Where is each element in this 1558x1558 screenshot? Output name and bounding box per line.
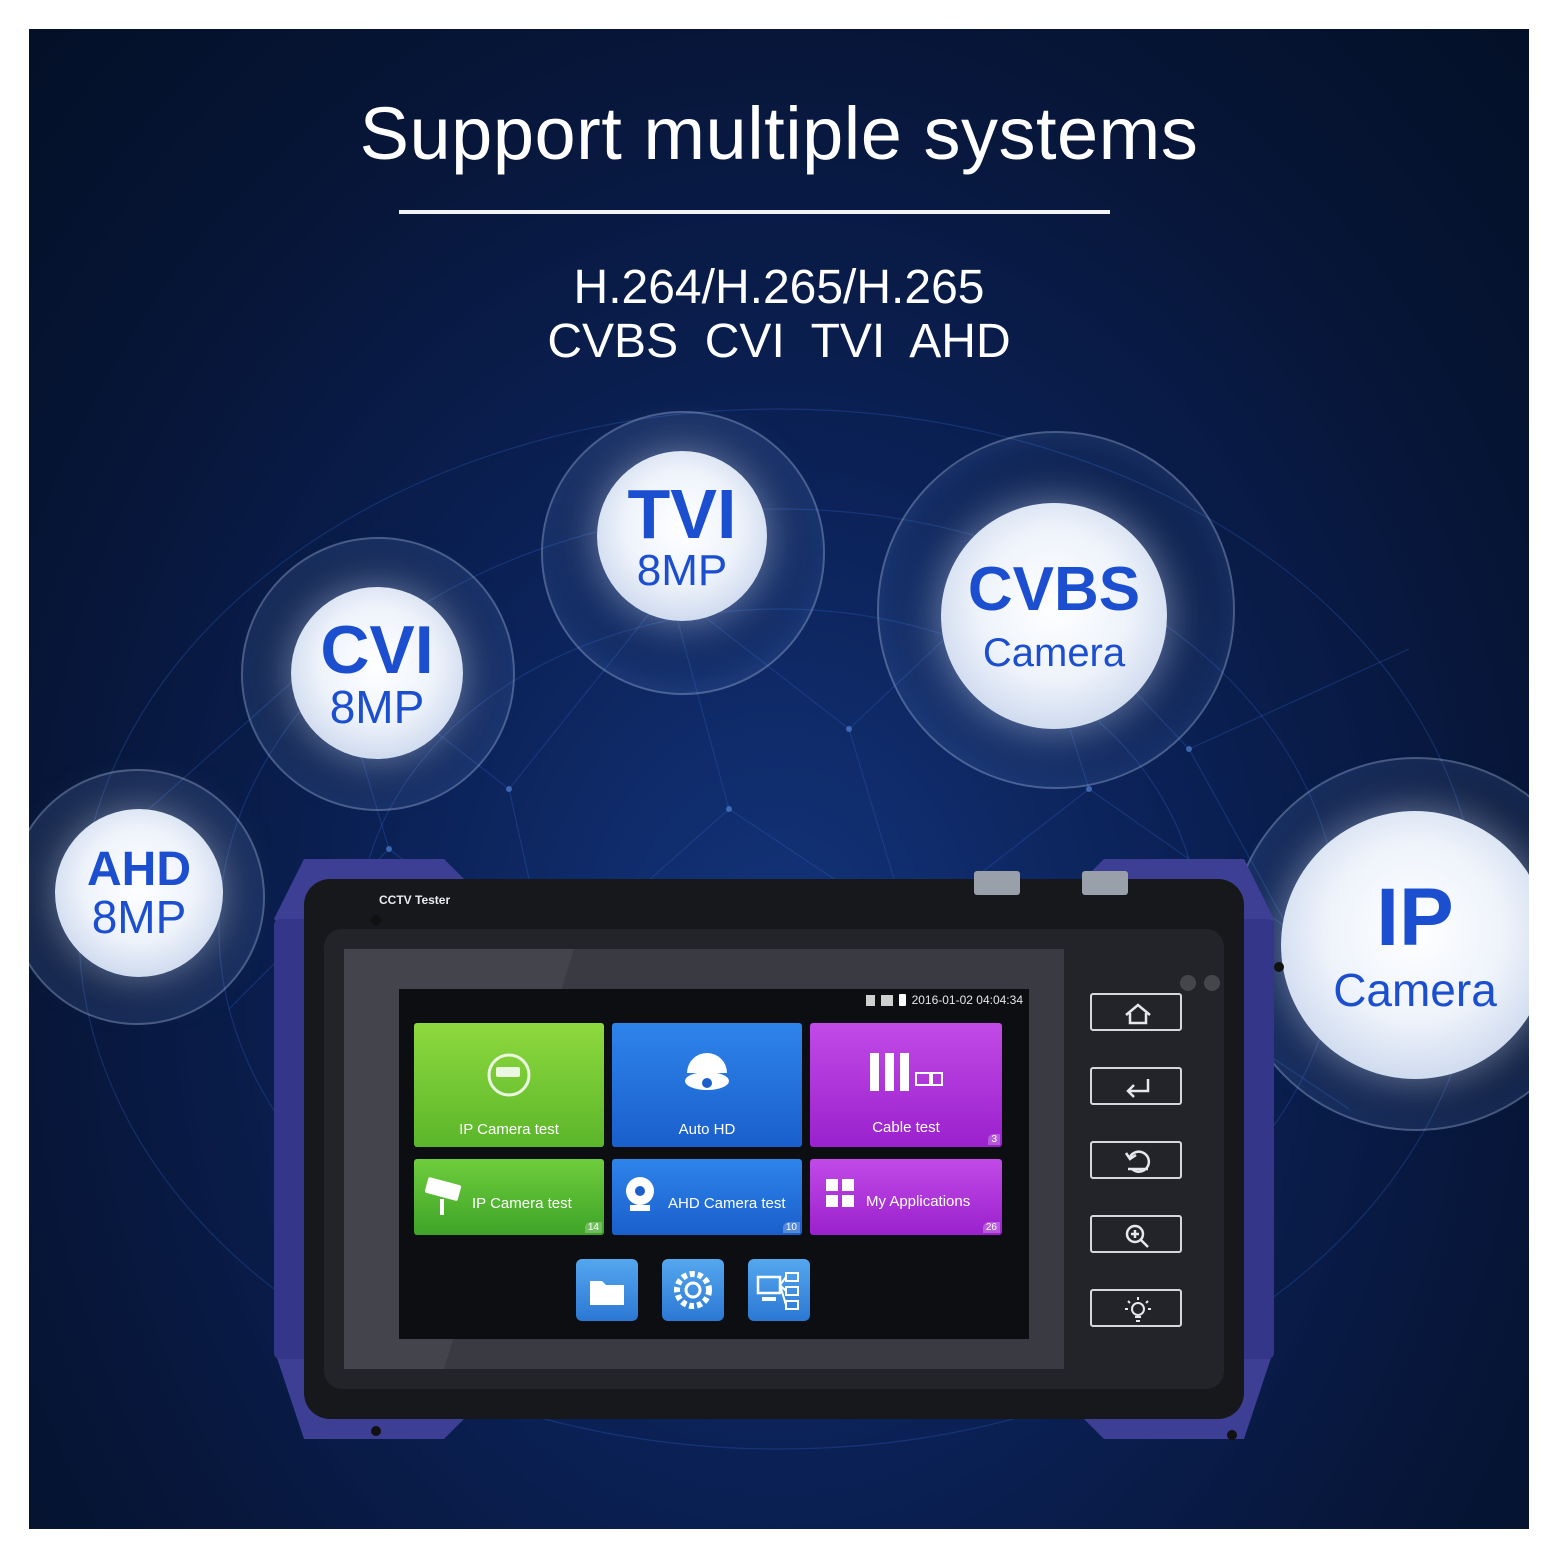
battery-icon xyxy=(898,994,906,1006)
back-button[interactable] xyxy=(1090,1141,1182,1179)
bubble-ip: IP Camera xyxy=(1281,811,1529,1079)
brightness-icon xyxy=(1125,1297,1151,1322)
tile-label: IP Camera test xyxy=(472,1195,572,1212)
bubble-cvi: CVI 8MP xyxy=(291,587,463,759)
bubble-cvi-subtitle: 8MP xyxy=(329,681,425,733)
bubble-ring-cvbs xyxy=(877,431,1235,789)
dome-camera-icon xyxy=(685,1053,729,1090)
status-clock: 2016-01-02 04:04:34 xyxy=(911,993,1023,1007)
applications-grid-icon xyxy=(826,1179,854,1207)
tile-label: Cable test xyxy=(872,1119,940,1136)
tile-badge: 14 xyxy=(584,1222,602,1233)
enter-icon xyxy=(1126,1079,1150,1098)
bubble-cvbs: CVBS Camera xyxy=(941,503,1167,729)
bubble-tvi-subtitle: 8MP xyxy=(636,546,728,595)
home-button[interactable] xyxy=(1090,993,1182,1031)
ip-camera-icon xyxy=(424,1177,462,1215)
brightness-button[interactable] xyxy=(1090,1289,1182,1327)
bubble-ahd-subtitle: 8MP xyxy=(91,891,187,943)
network-button[interactable] xyxy=(748,1259,810,1321)
bubble-cvbs-title: CVBS xyxy=(967,555,1141,624)
product-banner: Support multiple systems H.264/H.265/H.2… xyxy=(29,29,1529,1529)
tile-badge: 26 xyxy=(982,1222,1000,1233)
tile-auto-hd[interactable]: Auto HD xyxy=(612,1023,802,1147)
ip-camera-globe-icon xyxy=(487,1053,531,1097)
bubble-ring-tvi xyxy=(541,411,825,695)
ptz-camera-icon xyxy=(626,1177,654,1211)
enter-button[interactable] xyxy=(1090,1067,1182,1105)
tile-label: IP Camera test xyxy=(459,1121,559,1138)
headline-divider xyxy=(399,210,1110,214)
folder-button[interactable] xyxy=(576,1259,638,1321)
bubble-ring-cvi xyxy=(241,537,515,811)
back-icon xyxy=(1124,1150,1151,1173)
tile-cable-test[interactable]: Cable test 3 xyxy=(810,1023,1002,1147)
codec-list: H.264/H.265/H.265 CVBS CVI TVI AHD xyxy=(29,261,1529,369)
codec-line-1: H.264/H.265/H.265 xyxy=(573,261,985,314)
status-bar: 2016-01-02 04:04:34 xyxy=(865,993,1023,1007)
bubble-ip-subtitle: Camera xyxy=(1333,964,1497,1016)
bubble-cvbs-subtitle: Camera xyxy=(982,631,1126,675)
settings-button[interactable] xyxy=(662,1259,724,1321)
folder-icon xyxy=(590,1281,624,1305)
bubble-ahd-title: AHD xyxy=(87,843,191,896)
tile-ip-camera-test[interactable]: IP Camera test xyxy=(414,1023,604,1147)
device-screen: 2016-01-02 04:04:34 IP Camera test Auto … xyxy=(399,989,1029,1339)
network-topology-icon xyxy=(756,1272,799,1310)
bubble-ahd: AHD 8MP xyxy=(55,809,223,977)
device-brand-label: CCTV Tester xyxy=(379,893,451,907)
zoom-button[interactable] xyxy=(1090,1215,1182,1253)
headline: Support multiple systems xyxy=(359,92,1199,175)
tile-label: AHD Camera test xyxy=(668,1195,786,1212)
tile-badge: 10 xyxy=(782,1222,800,1233)
bubble-tvi-title: TVI xyxy=(627,475,737,553)
codec-line-2: CVBS CVI TVI AHD xyxy=(547,315,1011,368)
tile-badge: 3 xyxy=(988,1134,1000,1145)
network-status-icon xyxy=(880,994,893,1006)
zoom-in-icon xyxy=(1125,1224,1149,1248)
settings-gear-icon xyxy=(674,1271,712,1309)
tile-label: My Applications xyxy=(866,1193,971,1210)
tile-ip-camera-test-2[interactable]: IP Camera test 14 xyxy=(414,1159,604,1235)
bubble-tvi: TVI 8MP xyxy=(597,451,767,621)
sd-card-icon xyxy=(865,994,875,1006)
bubble-cvi-title: CVI xyxy=(320,612,434,688)
home-icon xyxy=(1125,1003,1151,1025)
tile-label: Auto HD xyxy=(678,1121,736,1138)
cctv-tester-device: CCTV Tester 2016-01-02 04:04:34 IP Camer… xyxy=(244,849,1304,1449)
tile-ahd-camera-test[interactable]: AHD Camera test 10 xyxy=(612,1159,802,1235)
bubble-ip-title: IP xyxy=(1376,872,1454,963)
bubble-ring-ahd xyxy=(29,769,265,1025)
tile-my-applications[interactable]: My Applications 26 xyxy=(810,1159,1002,1235)
cable-connectors-icon xyxy=(870,1053,943,1091)
